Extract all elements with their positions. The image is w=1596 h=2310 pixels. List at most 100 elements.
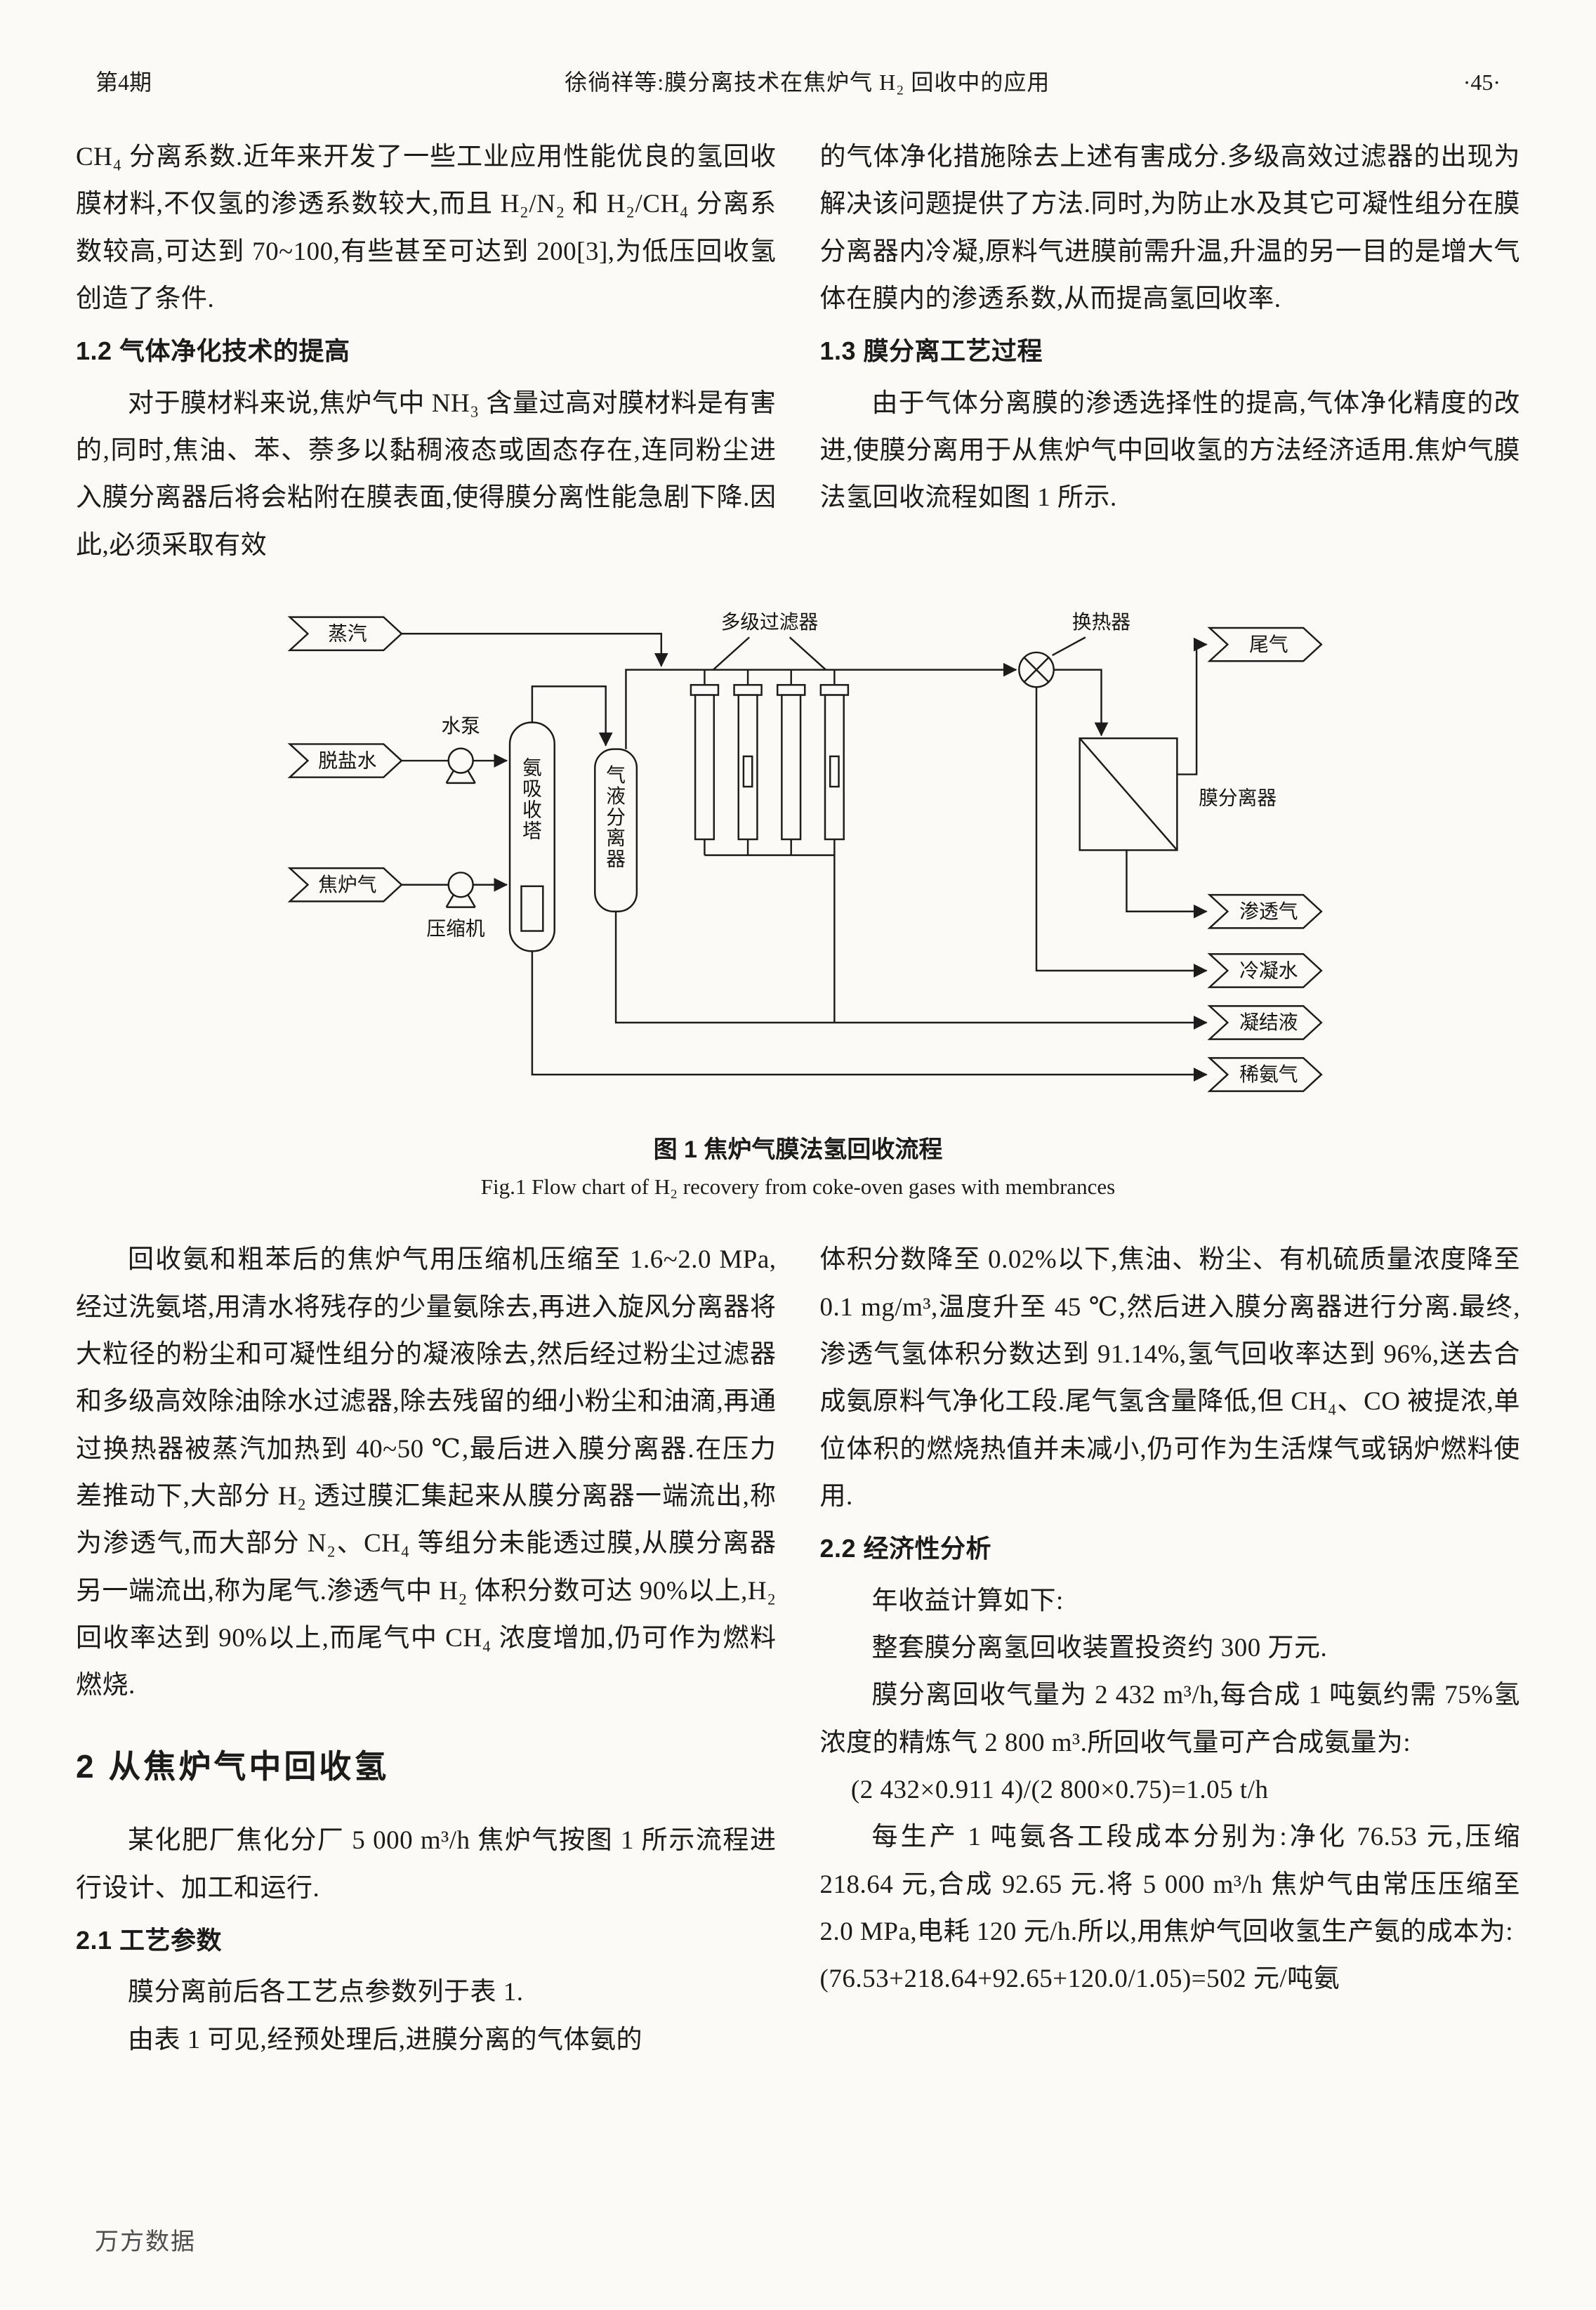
figure-caption-en: Fig.1 Flow chart of H₂ recovery from cok… [480,1174,1116,1200]
membrane-separator-label: 膜分离器 [1199,787,1277,810]
bottom-left-column: 回收氨和粗苯后的焦炉气用压缩机压缩至 1.6~2.0 MPa,经过洗氨塔,用清水… [76,1236,777,2063]
heat-exchanger-symbol: 换热器 [1017,610,1130,688]
paragraph: 由于气体分离膜的渗透选择性的提高,气体净化精度的改进,使膜分离用于从焦炉气中回收… [819,388,1520,513]
water-pump-label: 水泵 [441,714,480,737]
filter-column [780,694,801,841]
compressor-circle [447,872,474,898]
paragraph: 体积分数降至 0.02%以下,焦油、粉尘、有机硫质量浓度降至 0.1 mg/m³… [819,1245,1520,1511]
equation: (76.53+218.64+92.65+120.0/1.05)=502 元/吨氨 [819,1964,1340,1994]
multistage-filter-label: 多级过滤器 [720,610,818,634]
filter-column [694,694,715,841]
section-heading-1-2: 1.2 气体净化技术的提高 [76,336,350,366]
tail-gas-line [1176,637,1208,775]
paragraph: 每生产 1 吨氨各工段成本分别为:净化 76.53 元,压缩 218.64 元,… [819,1823,1520,1947]
paragraph: 整套膜分离氢回收装置投资约 300 万元. [871,1634,1328,1663]
pump-circle [447,747,474,774]
condensed-water-label: 冷凝水 [1239,959,1298,982]
pump-legs [445,770,476,785]
paragraph: 由表 1 可见,经预处理后,进膜分离的气体氨的 [128,2025,642,2054]
permeate-line [1125,850,1208,919]
coke-oven-gas-banner: 焦炉气 [287,867,403,903]
compressor-symbol: 压缩机 [426,872,484,940]
paragraph: 的气体净化措施除去上述有害成分.多级高效过滤器的出现为解决该问题提供了方法.同时… [819,143,1520,313]
top-two-columns: CH₄ 分离系数.近年来开发了一些工业应用性能优良的氢回收膜材料,不仅氢的渗透系… [76,133,1520,569]
gas-liquid-separator-label: 气液分离器 [606,763,626,871]
vessel-packing [520,885,544,932]
separator-to-exchanger-manifold [624,662,1017,749]
permeate-gas-label: 渗透气 [1239,900,1298,923]
exchanger-label-leader [1051,636,1086,657]
condensed-water-banner: 冷凝水 [1206,953,1323,989]
process-flow-diagram: 蒸汽 脱盐水 焦炉气 水泵 [287,610,1323,1092]
steam-line [401,633,668,667]
desalted-water-banner: 脱盐水 [287,743,403,779]
multistage-filters: 多级过滤器 [690,610,849,841]
banner-shape [287,867,403,903]
figure-caption-cn: 图 1 焦炉气膜法氢回收流程 [653,1136,943,1164]
vessel-body [593,748,638,913]
dilute-ammonia-banner: 稀氨气 [1206,1057,1323,1092]
page-content: 第4期 徐徜祥等:膜分离技术在焦炉气 H₂ 回收中的应用 ·45· CH₄ 分离… [76,65,1520,2063]
heat-exchanger-label: 换热器 [1071,610,1130,634]
condensate-banner: 凝结液 [1206,1005,1323,1040]
filter-sight-glass [829,755,840,788]
banner-shape [1206,953,1323,989]
condensate-label: 凝结液 [1239,1011,1298,1034]
compressor-label: 压缩机 [426,917,484,940]
banner-shape [287,743,403,779]
pipe-lines [401,633,1208,1082]
tail-gas-label: 尾气 [1249,633,1288,656]
ammonia-absorber-vessel: 氨吸收塔 [508,721,555,952]
gas-liquid-separator-vessel: 气液分离器 [593,748,638,913]
membrane-diagonal [1079,737,1178,851]
steam-label: 蒸汽 [328,622,367,645]
filter-cap [819,684,849,696]
top-right-column: 的气体净化措施除去上述有害成分.多级高效过滤器的出现为解决该问题提供了方法.同时… [820,133,1521,569]
section-heading-2-2: 2.2 经济性分析 [819,1534,992,1563]
paragraph: 膜分离回收气量为 2 432 m³/h,每合成 1 吨氨约需 75%氢浓度的精炼… [819,1681,1520,1757]
coke-oven-gas-label: 焦炉气 [318,873,376,896]
paragraph: 膜分离前后各工艺点参数列于表 1. [128,1978,524,2007]
wanfang-watermark: 万方数据 [95,2229,196,2255]
steam-banner: 蒸汽 [287,616,403,652]
filter-label-leader [789,636,826,671]
water-pump-symbol: 水泵 [441,714,480,785]
compressor-legs [445,894,476,908]
filter-cap [732,684,763,696]
banner-shape [1206,626,1323,662]
dilute-ammonia-line [531,951,1208,1082]
condensed-water-line [1035,687,1208,978]
bottom-right-column: 体积分数降至 0.02%以下,焦油、粉尘、有机硫质量浓度降至 0.1 mg/m³… [820,1236,1521,2063]
paragraph: 年收益计算如下: [871,1586,1064,1615]
permeate-gas-banner: 渗透气 [1206,894,1323,929]
equation: (2 432×0.911 4)/(2 800×0.75)=1.05 t/h [850,1776,1269,1805]
paragraph: 对于膜材料来说,焦炉气中 NH₃ 含量过高对膜材料是有害的,同时,焦油、苯、萘多… [76,388,777,560]
exchanger-to-membrane-line [1053,669,1108,737]
filter-sight-glass [742,755,753,788]
exchanger-cross [1023,657,1049,683]
section-heading-1-3: 1.3 膜分离工艺过程 [819,336,1043,366]
banner-shape [1206,1005,1323,1040]
issue-label: 第4期 [95,70,152,95]
filter-cap [690,684,719,696]
figure-1: 蒸汽 脱盐水 焦炉气 水泵 [76,601,1520,1200]
paragraph: CH₄ 分离系数.近年来开发了一些工业应用性能优良的氢回收膜材料,不仅氢的渗透系… [76,143,777,313]
page-header: 第4期 徐徜祥等:膜分离技术在焦炉气 H₂ 回收中的应用 ·45· [76,65,1520,97]
section-heading-2: 2 从焦炉气中回收氢 [76,1747,390,1785]
paragraph: 某化肥厂焦化分厂 5 000 m³/h 焦炉气按图 1 所示流程进行设计、加工和… [76,1826,777,1903]
paragraph: 回收氨和粗苯后的焦炉气用压缩机压缩至 1.6~2.0 MPa,经过洗氨塔,用清水… [76,1245,777,1700]
banner-shape [287,616,403,652]
ammonia-absorber-label: 氨吸收塔 [522,756,542,843]
running-title: 徐徜祥等:膜分离技术在焦炉气 H₂ 回收中的应用 [565,70,1050,95]
page-number: ·45· [1463,70,1501,95]
top-left-column: CH₄ 分离系数.近年来开发了一些工业应用性能优良的氢回收膜材料,不仅氢的渗透系… [76,133,777,569]
desalted-water-label: 脱盐水 [318,749,376,772]
bottom-two-columns: 回收氨和粗苯后的焦炉气用压缩机压缩至 1.6~2.0 MPa,经过洗氨塔,用清水… [76,1236,1520,2063]
filter-label-leader [712,636,750,671]
section-heading-2-1: 2.1 工艺参数 [76,1925,223,1955]
membrane-separator-unit: 膜分离器 [1078,737,1277,851]
tail-gas-banner: 尾气 [1206,626,1323,662]
filter-cap [776,684,805,696]
banner-shape [1206,1057,1323,1092]
